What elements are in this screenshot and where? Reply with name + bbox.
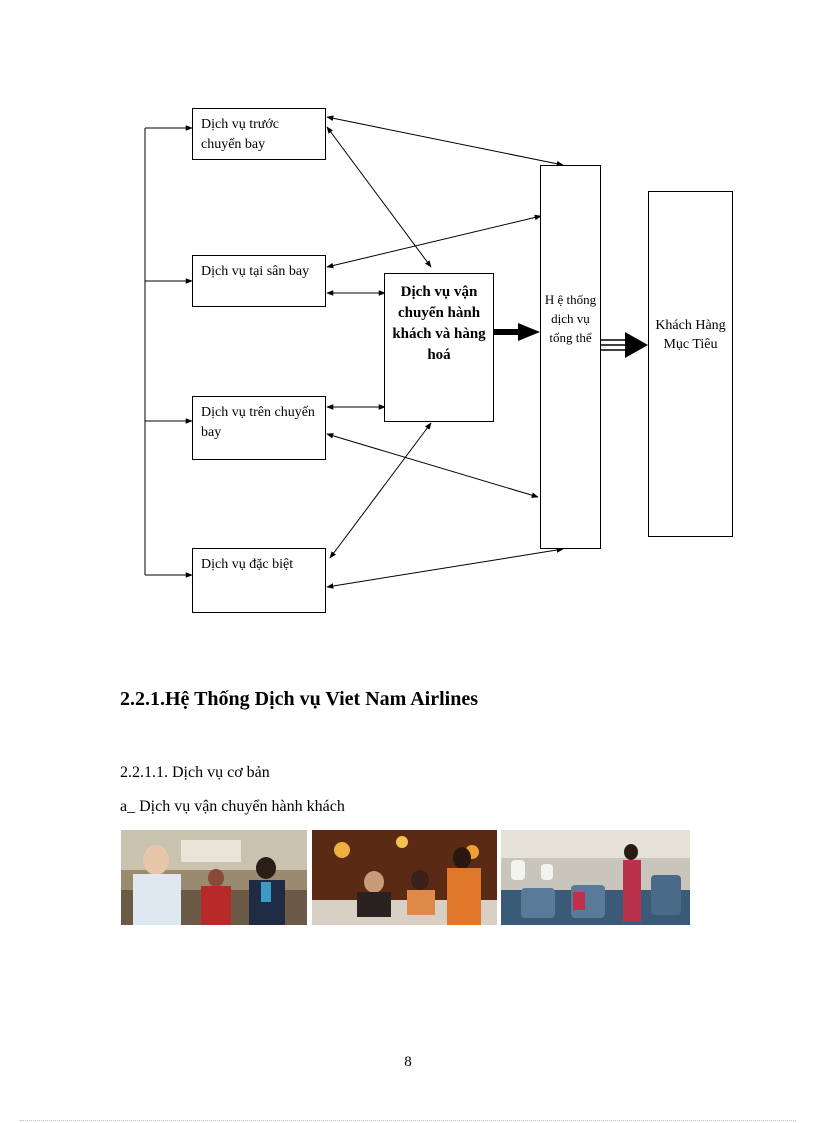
system-to-customer-arrow [601,332,648,358]
in-flight-cabin-photo [501,830,690,925]
section-heading: 2.2.1.Hệ Thống Dịch vụ Viet Nam Airlines [120,688,478,710]
service-system-diagram [144,115,648,589]
core-service-label: Dịch vụ vận chuyển hành khách và hàng ho… [392,284,486,363]
overall-system-label: H ệ thống dịch vụ tổng thể [544,292,597,345]
page-footer-divider [20,1120,796,1121]
link-arrow [326,214,542,269]
core-service-box: Dịch vụ vận chuyển hành khách và hàng ho… [384,273,494,422]
target-customer-label: Khách Hàng Mục Tiêu [655,318,726,352]
item-title: a_ Dịch vụ vận chuyển hành khách [120,798,345,815]
link-arrow [326,115,564,167]
service-box-airport: Dịch vụ tại sân bay [192,255,326,307]
service-box-pre-flight: Dịch vụ trước chuyến bay [192,108,326,160]
link-arrow [326,547,564,589]
subsection-title: 2.2.1.1. Dịch vụ cơ bản [120,764,270,781]
service-box-in-flight: Dịch vụ trên chuyến bay [192,396,326,460]
service-label: Dịch vụ trước chuyến bay [201,117,279,152]
overall-system-box: H ệ thống dịch vụ tổng thể [540,165,601,549]
service-label: Dịch vụ tại sân bay [201,264,310,279]
page-number: 8 [404,1054,412,1070]
core-to-system-arrow [494,323,540,341]
target-customer-box: Khách Hàng Mục Tiêu [648,191,733,537]
link-arrow [326,433,539,498]
service-box-special: Dịch vụ đặc biệt [192,548,326,613]
check-in-counter-photo [121,830,307,925]
restaurant-service-photo [312,830,497,925]
link-arrow [329,422,432,559]
service-label: Dịch vụ trên chuyến bay [201,405,315,440]
service-label: Dịch vụ đặc biệt [201,557,294,572]
